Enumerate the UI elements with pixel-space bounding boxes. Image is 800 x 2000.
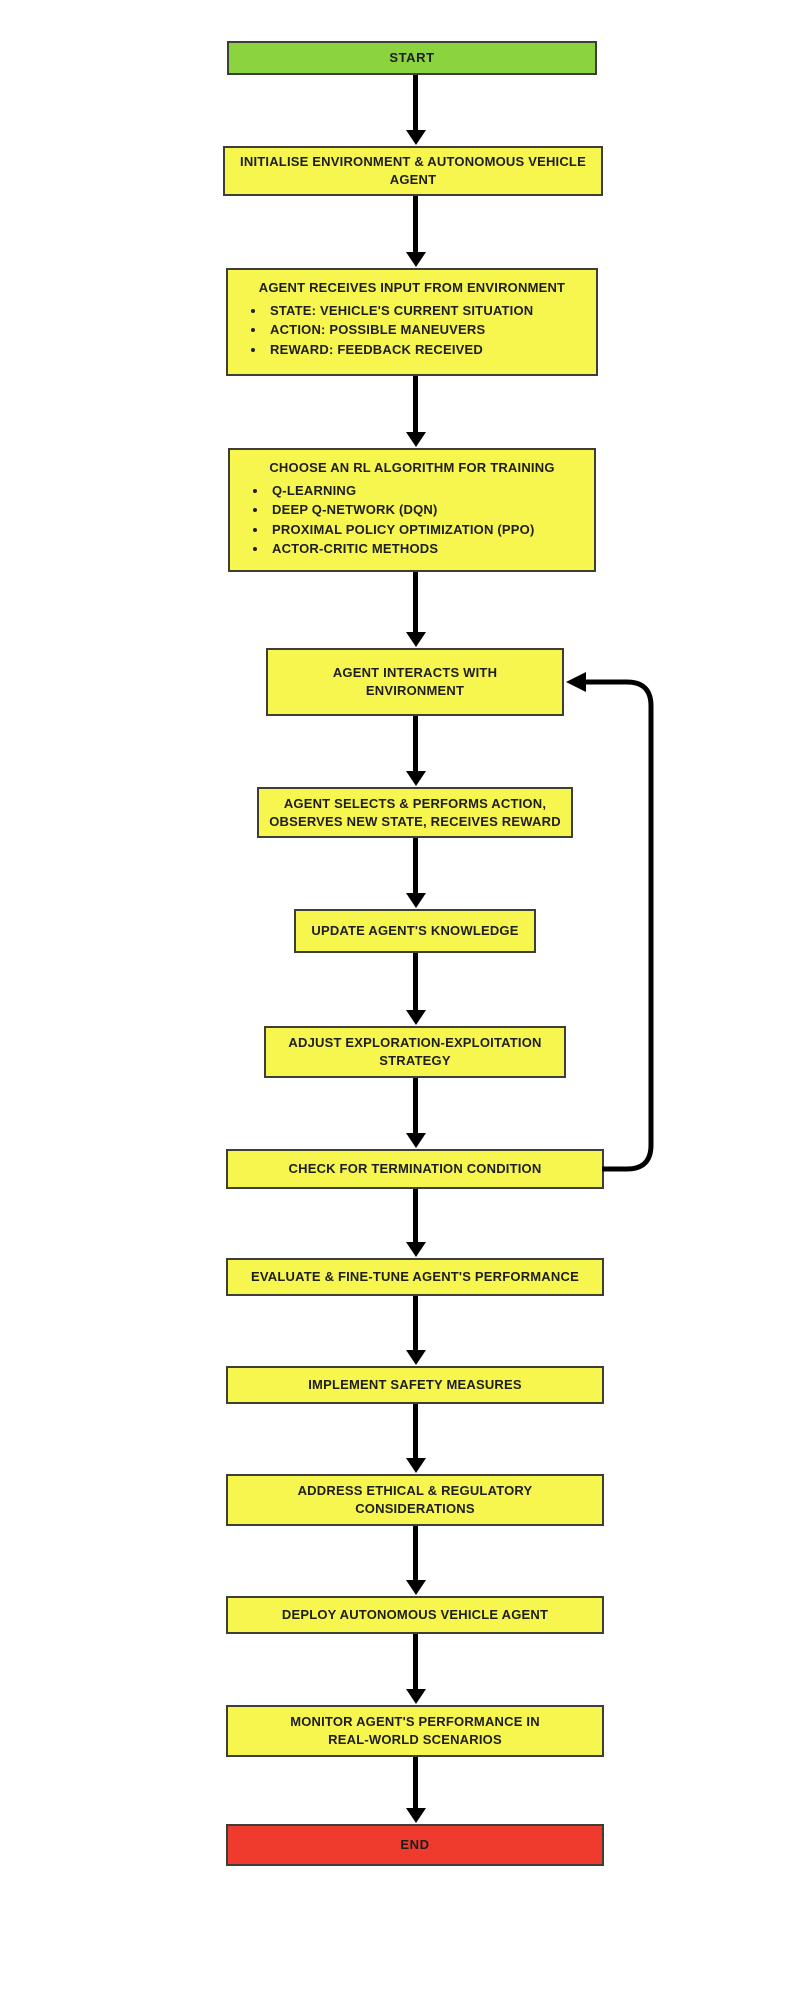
- node-agent-interacts: AGENT INTERACTS WITH ENVIRONMENT: [266, 648, 564, 716]
- arrow-start-to-init: [413, 75, 418, 131]
- algorithm-bullet-list: Q-LEARNING DEEP Q-NETWORK (DQN) PROXIMAL…: [242, 480, 582, 560]
- arrow-evaluate-to-safety: [413, 1296, 418, 1351]
- node-end-label: END: [400, 1837, 430, 1853]
- node-implement-safety-label: IMPLEMENT SAFETY MEASURES: [308, 1377, 522, 1393]
- node-end: END: [226, 1824, 604, 1866]
- arrow-adjust-to-check: [413, 1078, 418, 1134]
- node-adjust-strategy: ADJUST EXPLORATION-EXPLOITATION STRATEGY: [264, 1026, 566, 1078]
- node-implement-safety: IMPLEMENT SAFETY MEASURES: [226, 1366, 604, 1404]
- node-choose-rl-algorithm-label: CHOOSE AN RL ALGORITHM FOR TRAINING: [269, 460, 555, 475]
- bullet-ppo: PROXIMAL POLICY OPTIMIZATION (PPO): [268, 521, 582, 539]
- node-initialise-environment: INITIALISE ENVIRONMENT & AUTONOMOUS VEHI…: [223, 146, 603, 196]
- node-start-label: START: [389, 50, 435, 66]
- arrow-update-to-adjust: [413, 953, 418, 1011]
- bullet-reward: REWARD: FEEDBACK RECEIVED: [266, 341, 584, 359]
- bullet-actor-critic: ACTOR-CRITIC METHODS: [268, 540, 582, 558]
- node-initialise-environment-label: INITIALISE ENVIRONMENT & AUTONOMOUS VEHI…: [240, 154, 586, 187]
- node-deploy-agent: DEPLOY AUTONOMOUS VEHICLE AGENT: [226, 1596, 604, 1634]
- arrow-ethics-to-deploy: [413, 1526, 418, 1581]
- node-agent-receives-input-label: AGENT RECEIVES INPUT FROM ENVIRONMENT: [258, 280, 566, 295]
- node-agent-selects-performs-label: AGENT SELECTS & PERFORMS ACTION, OBSERVE…: [269, 795, 561, 829]
- arrow-algorithm-to-interact: [413, 572, 418, 633]
- arrow-interact-to-select: [413, 716, 418, 772]
- arrow-check-to-evaluate: [413, 1189, 418, 1243]
- node-address-ethics: ADDRESS ETHICAL & REGULATORY CONSIDERATI…: [226, 1474, 604, 1526]
- arrow-deploy-to-monitor: [413, 1634, 418, 1690]
- node-check-termination: CHECK FOR TERMINATION CONDITION: [226, 1149, 604, 1189]
- node-agent-receives-input: AGENT RECEIVES INPUT FROM ENVIRONMENT ST…: [226, 268, 598, 376]
- arrow-safety-to-ethics: [413, 1404, 418, 1459]
- bullet-q-learning: Q-LEARNING: [268, 482, 582, 500]
- bullet-state: STATE: VEHICLE'S CURRENT SITUATION: [266, 302, 584, 320]
- node-monitor-performance-label: MONITOR AGENT'S PERFORMANCE IN REAL-WORL…: [290, 1714, 540, 1747]
- input-bullet-list: STATE: VEHICLE'S CURRENT SITUATION ACTIO…: [240, 300, 584, 361]
- node-address-ethics-label: ADDRESS ETHICAL & REGULATORY CONSIDERATI…: [297, 1483, 533, 1516]
- node-evaluate-performance: EVALUATE & FINE-TUNE AGENT'S PERFORMANCE: [226, 1258, 604, 1296]
- node-agent-selects-performs: AGENT SELECTS & PERFORMS ACTION, OBSERVE…: [257, 787, 573, 838]
- node-agent-interacts-label: AGENT INTERACTS WITH ENVIRONMENT: [332, 665, 498, 698]
- arrow-input-to-algorithm: [413, 376, 418, 433]
- node-choose-rl-algorithm: CHOOSE AN RL ALGORITHM FOR TRAINING Q-LE…: [228, 448, 596, 572]
- node-start: START: [227, 41, 597, 75]
- node-monitor-performance: MONITOR AGENT'S PERFORMANCE IN REAL-WORL…: [226, 1705, 604, 1757]
- node-check-termination-label: CHECK FOR TERMINATION CONDITION: [288, 1161, 542, 1177]
- node-update-knowledge: UPDATE AGENT'S KNOWLEDGE: [294, 909, 536, 953]
- node-evaluate-performance-label: EVALUATE & FINE-TUNE AGENT'S PERFORMANCE: [251, 1269, 579, 1285]
- node-adjust-strategy-label: ADJUST EXPLORATION-EXPLOITATION STRATEGY: [288, 1035, 542, 1068]
- bullet-action: ACTION: POSSIBLE MANEUVERS: [266, 321, 584, 339]
- node-deploy-agent-label: DEPLOY AUTONOMOUS VEHICLE AGENT: [281, 1607, 549, 1623]
- arrow-monitor-to-end: [413, 1757, 418, 1809]
- bullet-dqn: DEEP Q-NETWORK (DQN): [268, 501, 582, 519]
- node-update-knowledge-label: UPDATE AGENT'S KNOWLEDGE: [311, 923, 519, 939]
- arrow-init-to-input: [413, 196, 418, 253]
- arrow-select-to-update: [413, 838, 418, 894]
